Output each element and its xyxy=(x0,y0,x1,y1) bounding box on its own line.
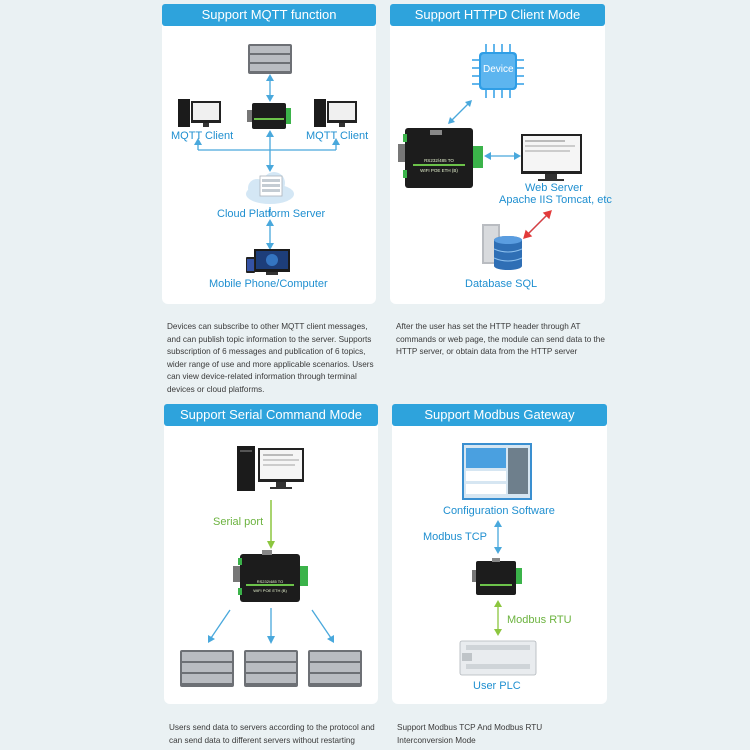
httpd-description: After the user has set the HTTP header t… xyxy=(396,322,605,356)
modbus-tcp-label: Modbus TCP xyxy=(423,531,487,543)
httpd-panel-title: Support HTTPD Client Mode xyxy=(390,4,605,26)
serial-description: Users send data to servers according to … xyxy=(169,723,375,745)
web-server-label: Web Server xyxy=(525,182,583,194)
serial-port-label: Serial port xyxy=(213,516,264,528)
mobile-computer-label: Mobile Phone/Computer xyxy=(209,278,328,290)
modbus-panel-title: Support Modbus Gateway xyxy=(392,404,607,426)
modbus-description: Support Modbus TCP And Modbus RTU Interc… xyxy=(397,723,543,745)
cloud-platform-label: Cloud Platform Server xyxy=(217,208,326,220)
device-chip-label: Device xyxy=(483,64,514,75)
configuration-software-label: Configuration Software xyxy=(443,505,555,517)
user-plc-label: User PLC xyxy=(473,680,521,692)
web-server-sub-label: Apache IIS Tomcat, etc xyxy=(499,194,612,206)
mqtt-client-left-label: MQTT Client xyxy=(171,130,234,142)
modbus-panel: Support Modbus Gateway xyxy=(392,404,607,704)
mqtt-panel-title: Support MQTT function xyxy=(162,4,376,26)
mqtt-description: Devices can subscribe to other MQTT clie… xyxy=(167,322,374,394)
httpd-panel: Support HTTPD Client Mode xyxy=(390,4,605,304)
serial-panel-title: Support Serial Command Mode xyxy=(164,404,378,426)
modbus-rtu-label: Modbus RTU xyxy=(507,614,572,626)
mqtt-client-right-label: MQTT Client xyxy=(306,130,369,142)
mqtt-panel: Support MQTT function xyxy=(162,4,376,304)
database-label: Database SQL xyxy=(465,278,538,290)
serial-panel: Support Serial Command Mode xyxy=(164,404,378,704)
